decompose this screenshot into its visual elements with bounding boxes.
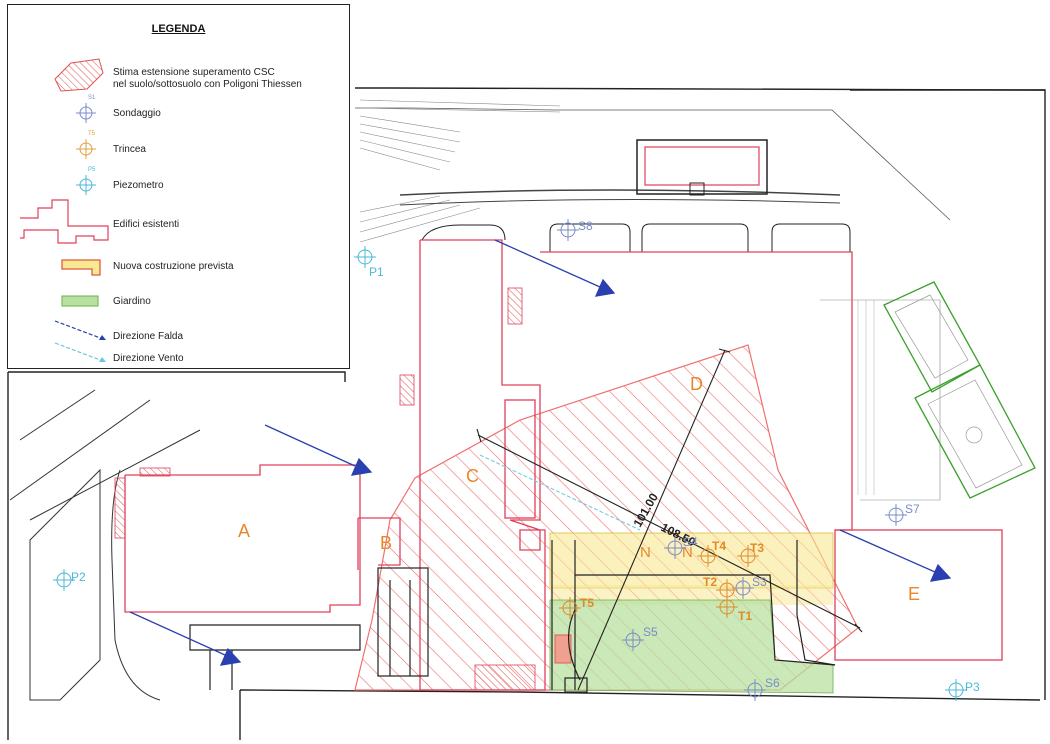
parking-bays <box>421 223 851 252</box>
trincee-labels: T4 T3 T2 T1 T5 <box>580 539 764 623</box>
existing-buildings <box>124 239 1003 691</box>
top-building <box>636 139 768 196</box>
legend-item-giardino: Giardino <box>113 296 151 307</box>
piezometro-icon <box>76 175 96 195</box>
legend-title: LEGENDA <box>151 23 206 35</box>
legend-item-csc-line1: Stima estensione superamento CSC <box>113 67 275 78</box>
trincea-icon <box>76 139 96 159</box>
sondaggio-icon <box>76 103 96 123</box>
groundwater-arrows <box>129 239 952 666</box>
zone-label-n2: N <box>682 544 693 561</box>
wind-direction-line <box>479 454 641 531</box>
legend-item-direzione-vento: Direzione Vento <box>113 353 184 364</box>
zone-label-n1: N <box>640 544 651 561</box>
legend-item-piezometro: Piezometro <box>113 180 164 191</box>
zone-label-e: E <box>908 584 920 604</box>
label-t3: T3 <box>750 541 764 555</box>
zone-label-d: D <box>690 374 703 394</box>
label-s7: S7 <box>905 502 920 516</box>
orange-block <box>554 634 572 664</box>
legend-tag-p5: P5 <box>88 167 96 173</box>
label-p2: P2 <box>71 570 86 584</box>
label-s4: S4 <box>683 535 698 549</box>
piezometri-labels: P1 P2 P3 <box>71 265 980 694</box>
label-p1: P1 <box>369 265 384 279</box>
zone-label-c: C <box>466 466 479 486</box>
building-outline-icon <box>20 199 109 244</box>
legend-item-trincea: Trincea <box>113 144 146 155</box>
zone-label-a: A <box>238 521 250 541</box>
new-construction-area <box>549 532 834 589</box>
stair-details <box>114 287 536 691</box>
sondaggi-labels: S8 S4 S3 S5 S6 S7 <box>578 219 920 690</box>
sports-courts <box>883 281 1036 499</box>
zone-labels: A B C D E N N <box>238 374 920 604</box>
hatched-polygon-icon <box>54 58 104 92</box>
legend-item-nuova-costruzione: Nuova costruzione prevista <box>113 261 234 272</box>
dashed-arrow-cyan-icon <box>54 342 106 362</box>
legend-tag-t5: T5 <box>88 131 96 137</box>
label-t4: T4 <box>712 539 726 553</box>
structural-details <box>189 299 941 693</box>
legend-item-sondaggio: Sondaggio <box>113 108 161 119</box>
label-t1: T1 <box>738 609 752 623</box>
legend-item-direzione-falda: Direzione Falda <box>113 331 184 342</box>
zone-label-b: B <box>380 533 392 553</box>
legend-panel: LEGENDA Stima estensione superamento CSC… <box>7 4 350 369</box>
legend-tag-s1: S1 <box>88 95 96 101</box>
legend-item-edifici: Edifici esistenti <box>113 219 180 230</box>
label-p3: P3 <box>965 680 980 694</box>
sondaggi-markers <box>557 219 907 701</box>
label-s6: S6 <box>765 676 780 690</box>
new-construction-icon <box>61 259 101 276</box>
label-s5: S5 <box>643 625 658 639</box>
label-t5: T5 <box>580 596 594 610</box>
label-s3: S3 <box>752 575 767 589</box>
dimension-lines <box>476 348 863 691</box>
garden-icon <box>61 295 99 307</box>
legend-item-csc-line2: nel suolo/sottosuolo con Poligoni Thiess… <box>113 79 302 90</box>
label-s8: S8 <box>578 219 593 233</box>
dashed-arrow-blue-icon <box>54 320 106 340</box>
label-t2: T2 <box>703 575 717 589</box>
trincee-markers <box>559 545 759 619</box>
piezometri-markers <box>53 246 967 701</box>
railway-tracks <box>359 99 841 243</box>
